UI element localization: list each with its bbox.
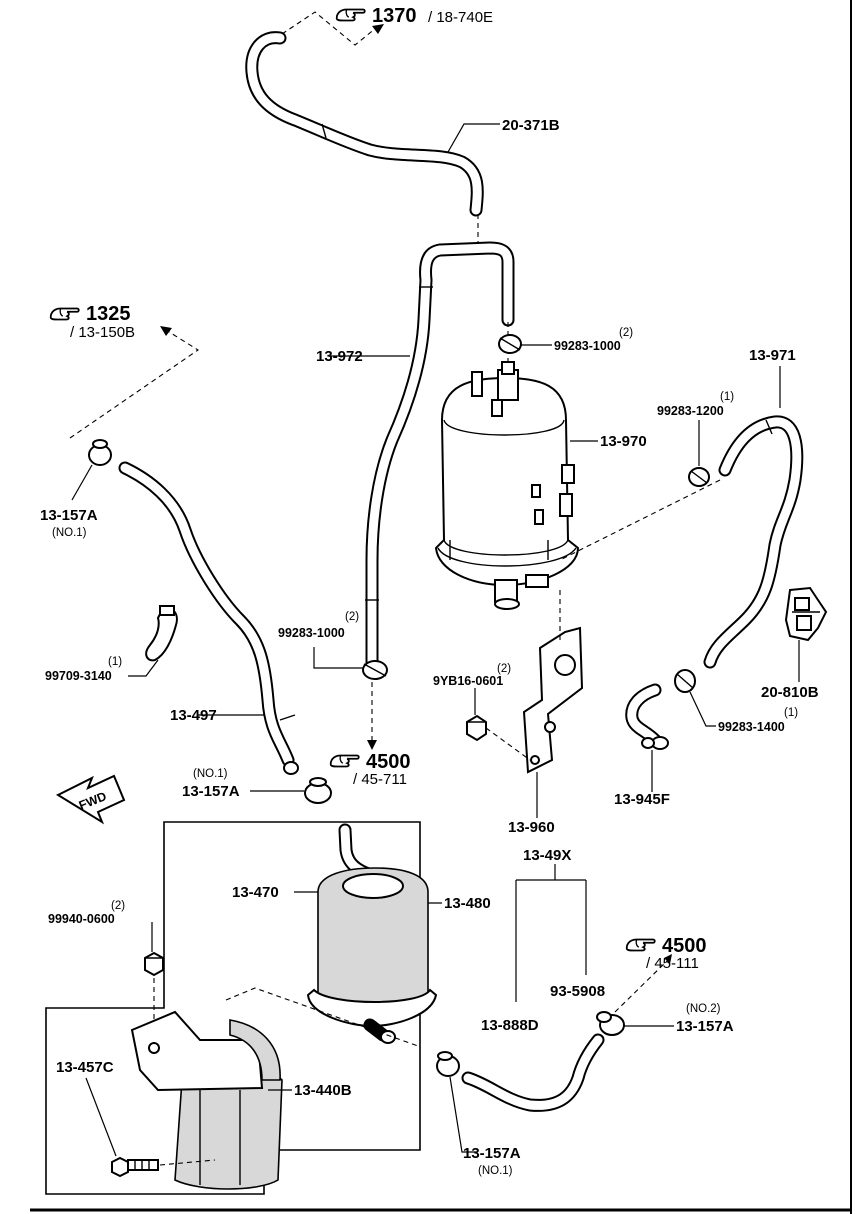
label-13-157A-upper: 13-157A bbox=[40, 507, 98, 524]
dash-filter-outline bbox=[225, 987, 419, 1047]
leader-99709-3140 bbox=[128, 659, 159, 677]
ref-1370-page[interactable]: / 18-740E bbox=[428, 9, 493, 26]
qty-99283-1400: (1) bbox=[784, 707, 798, 719]
leader-13-457C bbox=[85, 1077, 117, 1157]
arrow-4500-a bbox=[367, 740, 377, 750]
leader-1370 bbox=[281, 11, 377, 46]
label-13-888D: 13-888D bbox=[481, 1017, 539, 1034]
note-13-157A-upper: (NO.1) bbox=[52, 527, 87, 539]
clamp-13-157A-bottom[interactable] bbox=[436, 1051, 460, 1077]
label-13-157A-lower: 13-157A bbox=[182, 783, 240, 800]
label-99283-1400: 99283-1400 bbox=[718, 720, 785, 734]
qty-99283-1000-top: (2) bbox=[619, 327, 633, 339]
arrow-1370 bbox=[372, 24, 384, 34]
label-20-371B: 20-371B bbox=[502, 117, 560, 134]
clamp-13-157A-lower[interactable] bbox=[304, 777, 332, 804]
note-13-157A-bottom: (NO.1) bbox=[478, 1165, 513, 1177]
ref-1370-number[interactable]: 1370 bbox=[372, 5, 417, 27]
note-13-157A-no2: (NO.2) bbox=[686, 1003, 721, 1015]
dash-13-971-to-canister bbox=[559, 479, 721, 561]
qty-99283-1000-lower: (2) bbox=[345, 611, 359, 623]
arrow-1325 bbox=[160, 326, 172, 336]
hose-13-971[interactable] bbox=[703, 415, 804, 669]
leader-13-49X bbox=[515, 864, 587, 1002]
clamp-99283-1200[interactable] bbox=[688, 467, 710, 487]
leader-99283-1400 bbox=[689, 691, 716, 727]
label-13-972: 13-972 bbox=[316, 348, 363, 365]
clip-20-810B[interactable] bbox=[784, 586, 828, 642]
leader-99283-1000-lower bbox=[313, 647, 363, 669]
leader-13-157A-bottom bbox=[449, 1076, 478, 1153]
fuel-filter-13-470[interactable] bbox=[306, 823, 438, 1044]
note-13-157A-lower: (NO.1) bbox=[193, 768, 228, 780]
label-13-960: 13-960 bbox=[508, 819, 555, 836]
clamp-13-157A-upper[interactable] bbox=[88, 439, 112, 466]
label-13-971: 13-971 bbox=[749, 347, 796, 364]
label-99709-3140: 99709-3140 bbox=[45, 669, 112, 683]
leader-1325 bbox=[69, 329, 200, 439]
leader-13-157A-upper bbox=[71, 464, 93, 501]
label-13-470: 13-470 bbox=[232, 884, 279, 901]
ref-1325-page[interactable]: / 13-150B bbox=[70, 324, 135, 341]
hose-13-497[interactable] bbox=[118, 461, 299, 775]
clamp-99283-1000-top[interactable] bbox=[498, 334, 522, 354]
label-9YB16-0601: 9YB16-0601 bbox=[433, 674, 503, 688]
label-13-945F: 13-945F bbox=[614, 791, 670, 808]
label-13-440B: 13-440B bbox=[294, 1082, 352, 1099]
elbow-13-945F[interactable] bbox=[625, 683, 669, 750]
clamp-99283-1400[interactable] bbox=[674, 669, 696, 693]
label-13-970: 13-970 bbox=[600, 433, 647, 450]
leader-20-371B bbox=[447, 123, 500, 153]
dash-bolt-to-bracket bbox=[159, 1159, 216, 1166]
ref-4500-a-number[interactable]: 4500 bbox=[366, 751, 411, 773]
hand-pointer-icon-4500-b bbox=[625, 938, 656, 952]
qty-99940-0600: (2) bbox=[111, 900, 125, 912]
hand-pointer-icon-1325 bbox=[49, 307, 80, 321]
hose-13-888D[interactable] bbox=[461, 1033, 605, 1112]
bracket-13-960[interactable] bbox=[522, 626, 584, 774]
hose-20-371B[interactable] bbox=[245, 31, 484, 217]
ref-1325-number[interactable]: 1325 bbox=[86, 303, 131, 325]
label-13-497: 13-497 bbox=[170, 707, 217, 724]
dash-nut-to-bracket bbox=[485, 727, 531, 761]
label-13-157A-no2: 13-157A bbox=[676, 1018, 734, 1035]
hand-pointer-icon bbox=[335, 8, 366, 22]
filter-bracket-13-440B[interactable] bbox=[130, 1010, 283, 1190]
label-99283-1000-lower: 99283-1000 bbox=[278, 626, 345, 640]
ref-4500-b-number[interactable]: 4500 bbox=[662, 935, 707, 957]
fwd-arrow-icon: FWD bbox=[55, 774, 126, 825]
qty-9YB16-0601: (2) bbox=[497, 663, 511, 675]
label-13-457C: 13-457C bbox=[56, 1059, 114, 1076]
label-13-49X: 13-49X bbox=[523, 847, 571, 864]
label-13-480: 13-480 bbox=[444, 895, 491, 912]
clip-99709-3140[interactable] bbox=[145, 605, 178, 662]
bolt-13-457C[interactable] bbox=[111, 1156, 159, 1178]
hose-13-972[interactable] bbox=[365, 241, 515, 677]
ref-4500-a-page[interactable]: / 45-711 bbox=[353, 771, 407, 788]
nut-9YB16-0601[interactable] bbox=[466, 714, 487, 742]
qty-99283-1200: (1) bbox=[720, 391, 734, 403]
nut-99940-0600[interactable] bbox=[144, 951, 164, 977]
label-20-810B: 20-810B bbox=[761, 684, 819, 701]
label-13-157A-bottom: 13-157A bbox=[463, 1145, 521, 1162]
clamp-13-157A-no2[interactable] bbox=[596, 1011, 625, 1036]
dash-to-4500-b bbox=[614, 959, 669, 1013]
hand-pointer-icon-4500-a bbox=[329, 754, 360, 768]
label-99283-1000-top: 99283-1000 bbox=[554, 339, 621, 353]
label-99283-1200: 99283-1200 bbox=[657, 404, 724, 418]
label-93-5908: 93-5908 bbox=[550, 983, 605, 1000]
qty-99709-3140: (1) bbox=[108, 656, 122, 668]
label-99940-0600: 99940-0600 bbox=[48, 912, 115, 926]
ref-4500-b-page[interactable]: / 45-111 bbox=[646, 955, 699, 972]
arrow-4500-b bbox=[664, 954, 672, 964]
charcoal-canister-13-970[interactable] bbox=[434, 361, 580, 610]
clamp-99283-1000-lower[interactable] bbox=[362, 660, 388, 680]
